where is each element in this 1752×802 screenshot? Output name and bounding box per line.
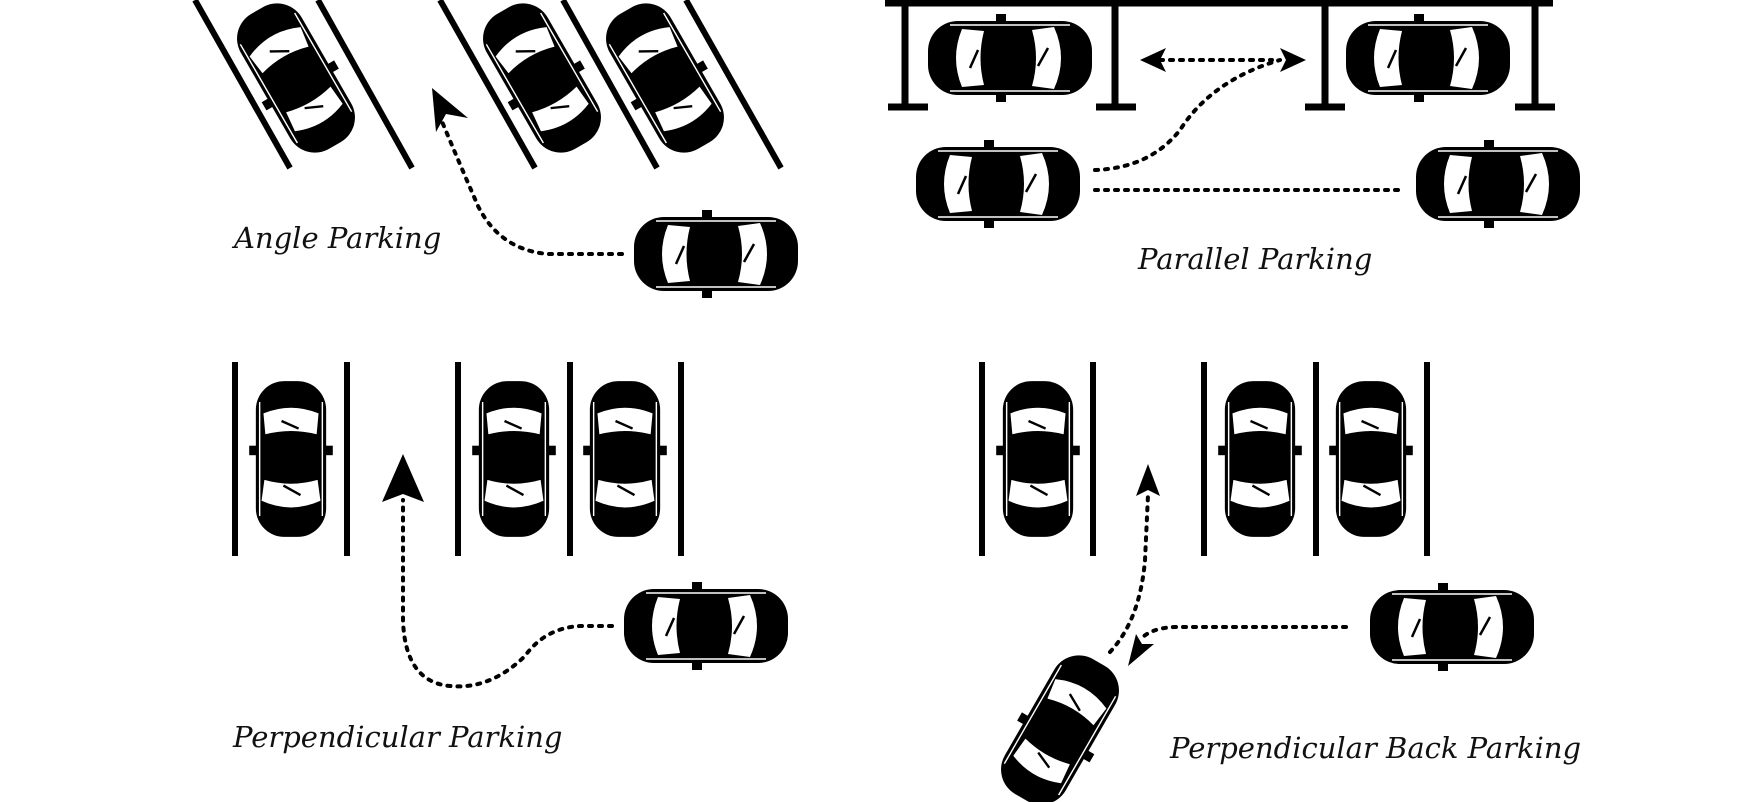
back-moving-car-1	[1368, 581, 1536, 673]
angle-parking-label: Angle Parking	[234, 221, 442, 255]
parallel-curb	[885, 0, 1555, 111]
angle-moving-car	[632, 208, 800, 300]
back-arrowhead-up-icon	[1136, 464, 1160, 496]
perp-parked-car-3	[582, 379, 668, 539]
parallel-parking-section	[885, 0, 1582, 230]
perp-arrowhead-icon	[382, 454, 424, 502]
parallel-moving-car-2	[1414, 138, 1582, 230]
angle-lines	[192, 0, 784, 170]
angle-line-5	[683, 0, 784, 170]
parallel-path-up	[1093, 58, 1282, 172]
back-arrowhead-down-icon	[1128, 634, 1154, 666]
parallel-parked-car-2	[1344, 12, 1512, 104]
back-parked-car-3	[1328, 379, 1414, 539]
angle-line-4	[560, 0, 660, 170]
angle-arrowhead-icon	[432, 88, 468, 132]
parallel-arrowhead-right-icon	[1280, 48, 1306, 72]
back-path-straight	[1138, 625, 1348, 642]
perpendicular-parking-section	[232, 362, 790, 689]
parallel-parked-car-1	[926, 12, 1094, 104]
parallel-arrowhead-left-icon	[1140, 48, 1166, 72]
parallel-moving-car-1	[914, 138, 1082, 230]
back-moving-car-2	[983, 640, 1137, 802]
angle-parking-section	[192, 0, 800, 300]
perpendicular-lines	[232, 362, 684, 556]
perp-moving-car	[622, 580, 790, 672]
perpendicular-back-parking-label: Perpendicular Back Parking	[1170, 731, 1582, 765]
back-parked-car-1	[995, 379, 1081, 539]
angle-line-1	[192, 0, 293, 170]
perpendicular-back-parking-section	[979, 362, 1536, 802]
angle-line-2	[315, 0, 415, 170]
parallel-parking-label: Parallel Parking	[1138, 242, 1373, 276]
angle-path-arrow	[436, 110, 624, 256]
back-lines	[979, 362, 1430, 556]
perp-parked-car-2	[471, 379, 557, 539]
back-path-up	[1108, 493, 1150, 654]
perpendicular-parking-label: Perpendicular Parking	[233, 720, 563, 754]
perp-parked-car-1	[248, 379, 334, 539]
perp-path-arrow	[401, 498, 614, 689]
angle-line-3	[437, 0, 538, 170]
back-parked-car-2	[1217, 379, 1303, 539]
